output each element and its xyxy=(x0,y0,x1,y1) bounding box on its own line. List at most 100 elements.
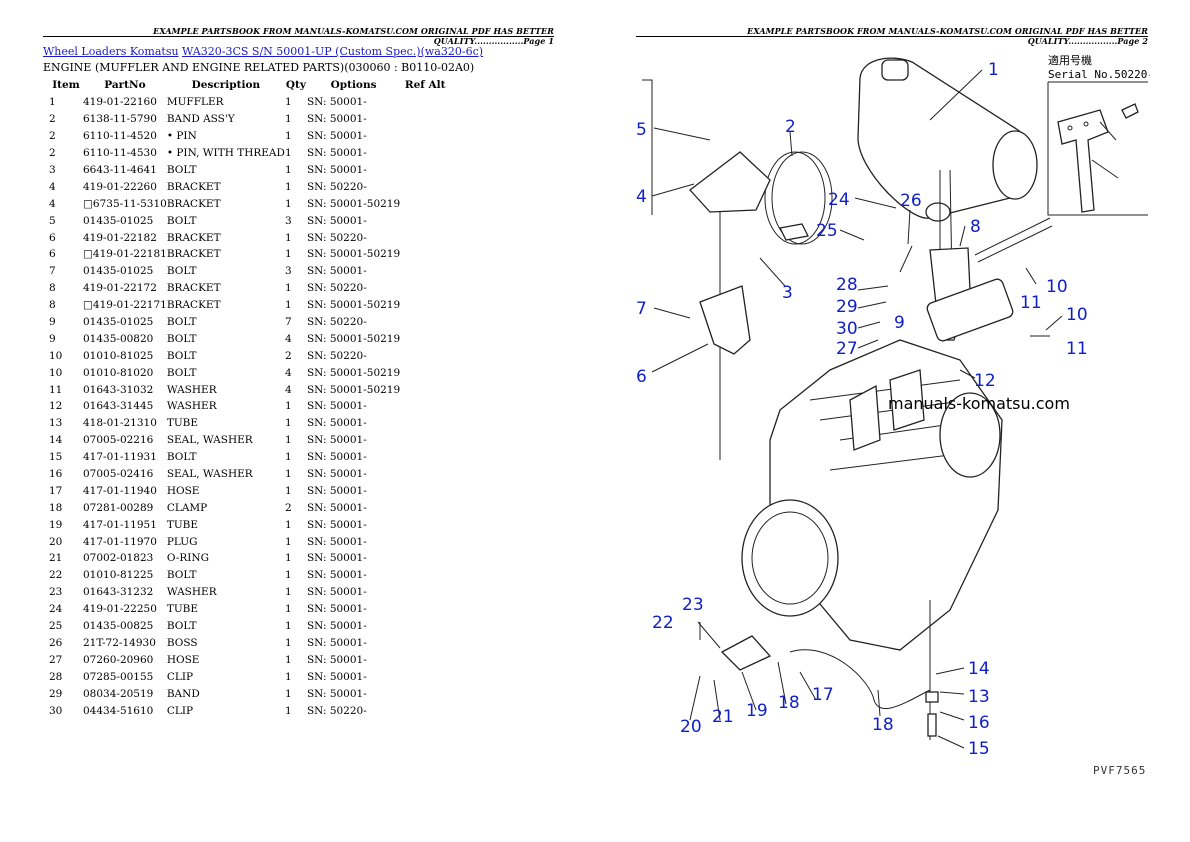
cell-description: SEAL, WASHER xyxy=(166,434,253,447)
cell-qty: 1 xyxy=(284,96,292,109)
cell-description: BRACKET xyxy=(166,197,221,210)
callout-20: 20 xyxy=(680,717,702,737)
cell-item: 17 xyxy=(49,484,63,497)
callout-11: 11 xyxy=(1020,293,1042,313)
cell-item: 8 xyxy=(49,282,56,295)
cell-ref-alt xyxy=(400,635,450,652)
cell-qty: 1 xyxy=(284,653,292,666)
cell-item: 28 xyxy=(49,670,63,683)
cell-ref-alt xyxy=(400,162,450,179)
cell-description: BOSS xyxy=(166,636,198,649)
cell-item: 10 xyxy=(49,366,63,379)
cell-qty: 1 xyxy=(284,417,292,430)
cell-qty: 1 xyxy=(284,518,292,531)
cell-description: BOLT xyxy=(166,569,197,582)
cell-item: 4 xyxy=(49,180,56,193)
cell-options: SN: 50001- xyxy=(306,518,367,531)
callout-16: 16 xyxy=(968,713,990,733)
cell-item: 2 xyxy=(49,147,56,160)
cell-partno: 07281-00289 xyxy=(83,501,154,514)
cell-description: TUBE xyxy=(166,518,199,531)
cell-options: SN: 50001- xyxy=(306,113,367,126)
band-drawing xyxy=(764,151,833,245)
left-bracket-line xyxy=(642,79,653,215)
cell-item: 18 xyxy=(49,501,63,514)
cell-ref-alt xyxy=(400,111,450,128)
cell-qty: 1 xyxy=(284,687,292,700)
cell-options: SN: 50001- xyxy=(306,468,367,481)
cell-ref-alt xyxy=(400,618,450,635)
cell-partno: 01643-31232 xyxy=(83,586,154,599)
cell-ref-alt xyxy=(400,330,450,347)
cell-ref-alt xyxy=(400,212,450,229)
cell-ref-alt xyxy=(400,297,450,314)
cell-qty: 1 xyxy=(284,484,292,497)
cell-item: 1 xyxy=(49,96,56,109)
cell-qty: 1 xyxy=(284,636,292,649)
cell-item: 22 xyxy=(49,569,63,582)
cell-options: SN: 50220- xyxy=(306,231,367,244)
cell-description: BRACKET xyxy=(166,180,221,193)
cell-item: 13 xyxy=(49,417,63,430)
callout-8: 8 xyxy=(970,217,981,237)
cell-partno: 07002-01823 xyxy=(83,552,154,565)
cell-partno: 6110-11-4520 xyxy=(83,130,157,143)
breadcrumb-category-link[interactable]: Wheel Loaders Komatsu xyxy=(43,45,179,58)
leader-lines xyxy=(651,69,1119,749)
cell-item: 10 xyxy=(49,349,63,362)
cell-partno: 417-01-11931 xyxy=(83,451,157,464)
cell-options: SN: 50001- xyxy=(306,164,367,176)
callout-2: 2 xyxy=(785,117,796,137)
cell-options: SN: 50001- xyxy=(306,96,367,109)
cell-description: CLIP xyxy=(166,704,194,717)
cell-partno: 07005-02216 xyxy=(83,434,154,447)
cell-ref-alt xyxy=(400,702,450,719)
callout-5: 5 xyxy=(636,120,647,140)
cell-partno: 07005-02416 xyxy=(83,468,154,481)
cell-partno: 417-01-11970 xyxy=(83,535,157,548)
cell-partno: □419-01-22181 xyxy=(83,248,167,261)
breadcrumb-model-link[interactable]: WA320-3CS S/N 50001-UP (Custom Spec.)(wa… xyxy=(182,45,484,58)
cell-ref-alt xyxy=(400,550,450,567)
breadcrumb: Wheel Loaders Komatsu WA320-3CS S/N 5000… xyxy=(43,45,483,58)
cell-partno: 01435-01025 xyxy=(83,214,154,227)
page2-header-rule xyxy=(636,36,1148,37)
cell-description: BOLT xyxy=(166,214,197,227)
cell-ref-alt xyxy=(400,398,450,415)
serial-inset: 適用号機 Serial No.50220- xyxy=(1047,53,1150,216)
cell-description: HOSE xyxy=(166,653,200,666)
callout-17: 17 xyxy=(812,685,834,705)
cell-options: SN: 50001- xyxy=(306,214,367,227)
cell-partno: 04434-51610 xyxy=(83,704,154,717)
cell-options: SN: 50001- xyxy=(306,130,367,143)
cell-partno: 419-01-22182 xyxy=(83,231,157,244)
cell-item: 15 xyxy=(49,451,63,464)
cell-options: SN: 50001-50219 xyxy=(306,248,401,261)
callout-6: 6 xyxy=(636,367,647,387)
cell-partno: □6735-11-5310 xyxy=(83,197,167,210)
cell-description: BRACKET xyxy=(166,299,221,312)
cell-options: SN: 50001- xyxy=(306,603,367,616)
column-header-qty: Qty xyxy=(285,79,306,91)
cell-options: SN: 50001- xyxy=(306,400,367,413)
cell-partno: 6643-11-4641 xyxy=(83,164,157,176)
callout-13: 13 xyxy=(968,687,990,707)
cell-qty: 3 xyxy=(284,214,292,227)
cell-qty: 1 xyxy=(284,147,292,160)
callout-24: 24 xyxy=(828,190,850,210)
cell-qty: 1 xyxy=(284,180,292,193)
